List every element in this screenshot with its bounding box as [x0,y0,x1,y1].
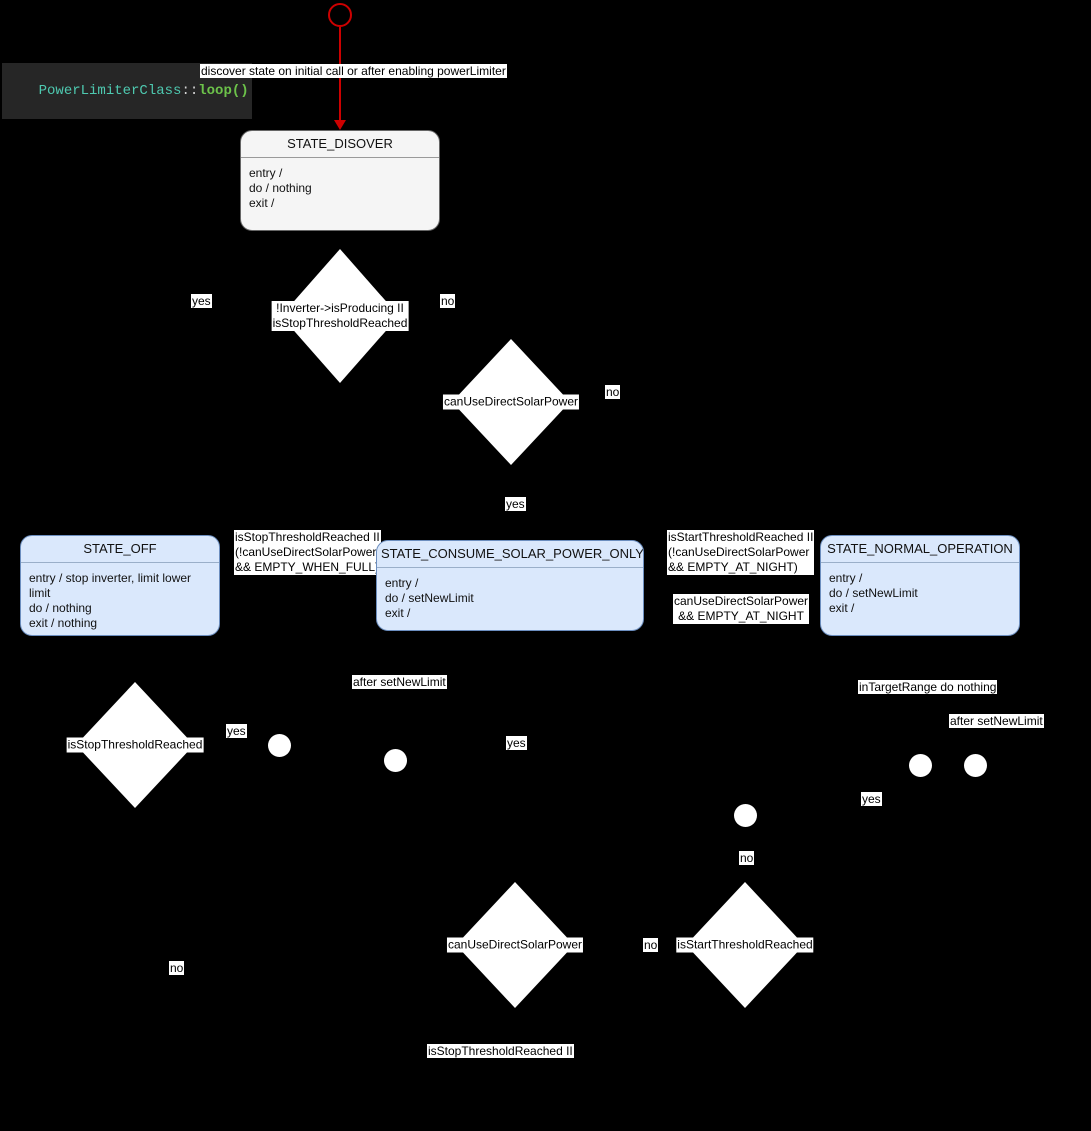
guard-label-after-set-new-limit-left: after setNewLimit [352,675,447,689]
decision-label-line-1: !Inverter->isProducing II [276,301,404,315]
state-exit: exit / [385,606,411,620]
branch-label-yes-solar-top: yes [505,497,526,511]
decision-node-can-use-direct-solar-power-top[interactable]: canUseDirectSolarPower [442,339,580,465]
decision-node-is-stop-threshold-reached[interactable]: isStopThresholdReached [66,682,204,808]
initial-transition-label: discover state on initial call or after … [200,64,507,78]
state-entry: entry / [249,166,283,180]
junction-circle-off-left [268,734,291,757]
start-state-node [328,3,352,27]
branch-label-yes-top-left: yes [191,294,212,308]
junction-circle-normal-left [909,754,932,777]
decision-node-inverter-producing[interactable]: !Inverter->isProducing II isStopThreshol… [271,249,409,383]
state-title: STATE_DISOVER [241,131,439,158]
decision-label: isStartThresholdReached [676,937,814,953]
title-separator: :: [181,83,199,99]
state-box-state-consume-solar-power-only[interactable]: STATE_CONSUME_SOLAR_POWER_ONLY entry / d… [376,540,644,631]
state-entry: entry / [385,576,419,590]
state-do: do / nothing [249,181,312,195]
state-exit: exit / [249,196,275,210]
state-body: entry / do / setNewLimit exit / [821,563,1019,622]
state-do: do / setNewLimit [385,591,474,605]
guard-label-can-use-direct-solar-empty-at-night: canUseDirectSolarPower && EMPTY_AT_NIGHT [673,594,810,624]
decision-node-can-use-direct-solar-power-bottom[interactable]: canUseDirectSolarPower [446,882,584,1008]
state-title: STATE_OFF [21,536,219,563]
state-exit: exit / nothing [29,616,98,630]
decision-label: !Inverter->isProducing II isStopThreshol… [271,301,409,331]
state-box-state-normal-operation[interactable]: STATE_NORMAL_OPERATION entry / do / setN… [820,535,1020,636]
guard-label-after-set-new-limit-right: after setNewLimit [949,714,1044,728]
state-exit: exit / [829,601,855,615]
decision-label-line-2: isStopThresholdReached [272,316,408,330]
guard-label-start-threshold-empty-at-night: isStartThresholdReached II (!canUseDirec… [667,530,815,575]
branch-label-yes-stop-threshold: yes [226,724,247,738]
branch-label-no-start-threshold-left: no [643,938,659,952]
state-body: entry / stop inverter, limit lower limit… [21,563,219,635]
branch-label-yes-normal-operation: yes [861,792,882,806]
title-function-name: loop() [198,83,249,99]
junction-circle-off-right [384,749,407,772]
state-do: do / setNewLimit [829,586,918,600]
guard-label-stop-threshold-empty-when-full: isStopThresholdReached II (!canUseDirect… [234,530,381,575]
state-box-state-disover[interactable]: STATE_DISOVER entry / do / nothing exit … [240,130,440,231]
decision-node-is-start-threshold-reached[interactable]: isStartThresholdReached [676,882,814,1008]
initial-transition-arrowhead [334,120,346,130]
branch-label-yes-consume-solar: yes [506,736,527,750]
state-entry: entry / stop inverter, limit lower limit [29,571,192,600]
branch-label-no-bottom-left: no [169,961,185,975]
state-entry: entry / [829,571,863,585]
guard-label-in-target-range-do-nothing: inTargetRange do nothing [858,680,998,694]
state-box-state-off[interactable]: STATE_OFF entry / stop inverter, limit l… [20,535,220,636]
state-body: entry / do / setNewLimit exit / [377,568,643,627]
state-do: do / nothing [29,601,92,615]
state-title: STATE_CONSUME_SOLAR_POWER_ONLY [377,541,643,568]
decision-label: canUseDirectSolarPower [442,394,580,410]
junction-circle-start-threshold [734,804,757,827]
branch-label-no-start-threshold-top: no [739,851,755,865]
guard-label-is-stop-threshold-reached-bottom: isStopThresholdReached II [427,1044,574,1058]
decision-label: isStopThresholdReached [66,737,204,753]
decision-label: canUseDirectSolarPower [446,937,584,953]
branch-label-no-top-right: no [440,294,456,308]
branch-label-no-solar-top: no [605,385,621,399]
junction-circle-normal-right [964,754,987,777]
title-class-name: PowerLimiterClass [38,83,182,99]
state-body: entry / do / nothing exit / [241,158,439,217]
state-title: STATE_NORMAL_OPERATION [821,536,1019,563]
